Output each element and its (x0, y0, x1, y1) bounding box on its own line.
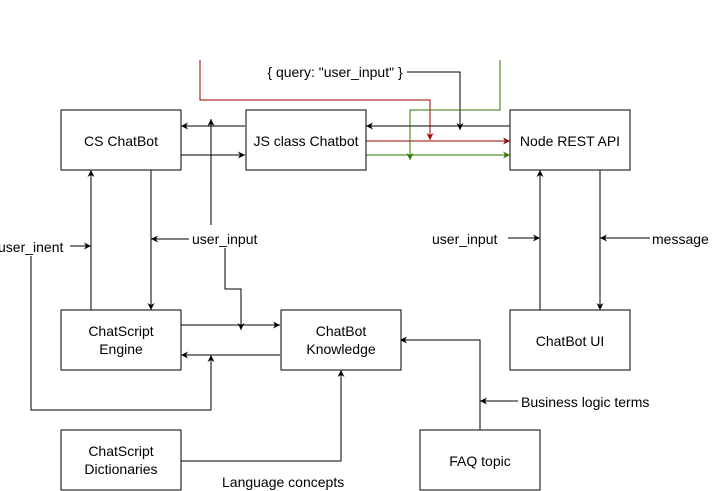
edge-intent-loop (30, 246, 215, 411)
label-user-intent: user_inent (0, 239, 63, 255)
label-message: message (652, 231, 709, 247)
node-chatbot-knowledge[interactable]: ChatBot Knowledge (280, 309, 402, 371)
node-label-line-1: ChatBot (316, 323, 367, 339)
edge-user-input-down (224, 248, 245, 330)
edge-red-request (199, 60, 434, 140)
node-label-line-1: ChatScript (88, 323, 153, 339)
node-js-class-chatbot[interactable]: JS class Chatbot (245, 109, 367, 171)
edges (30, 71, 650, 462)
node-label-line-1: ChatScript (88, 443, 153, 459)
node-chatscript-engine[interactable]: ChatScript Engine (60, 309, 182, 371)
node-label: ChatBot UI (536, 333, 604, 349)
node-label: Node REST API (520, 133, 620, 149)
edge-labels: { query: "user_input" } user_input user_… (0, 62, 714, 490)
node-label-line-2: Engine (99, 341, 143, 357)
edge-language-concepts (161, 370, 345, 462)
colored-edges (199, 60, 510, 160)
label-business-logic-terms: Business logic terms (521, 394, 649, 410)
node-chatscript-dictionaries[interactable]: ChatScript Dictionaries (60, 429, 182, 491)
label-user-input-right: user_input (432, 231, 497, 247)
edge-faq-to-knowledge (400, 336, 481, 430)
edge-green-request (406, 60, 501, 160)
node-label-line-2: Dictionaries (84, 461, 157, 477)
label-query: { query: "user_input" } (267, 64, 403, 80)
node-faq-topic[interactable]: FAQ topic (419, 429, 541, 491)
node-cs-chatbot[interactable]: CS ChatBot (60, 109, 182, 171)
node-label: CS ChatBot (84, 133, 158, 149)
edge-query-down (407, 71, 464, 130)
node-chatbot-ui[interactable]: ChatBot UI (509, 309, 631, 371)
label-user-input-left: user_input (192, 231, 257, 247)
node-label-line-2: Knowledge (306, 341, 375, 357)
label-language-concepts: Language concepts (222, 474, 344, 490)
node-label: FAQ topic (449, 453, 510, 469)
node-label: JS class Chatbot (253, 133, 358, 149)
node-node-rest-api[interactable]: Node REST API (509, 109, 631, 171)
